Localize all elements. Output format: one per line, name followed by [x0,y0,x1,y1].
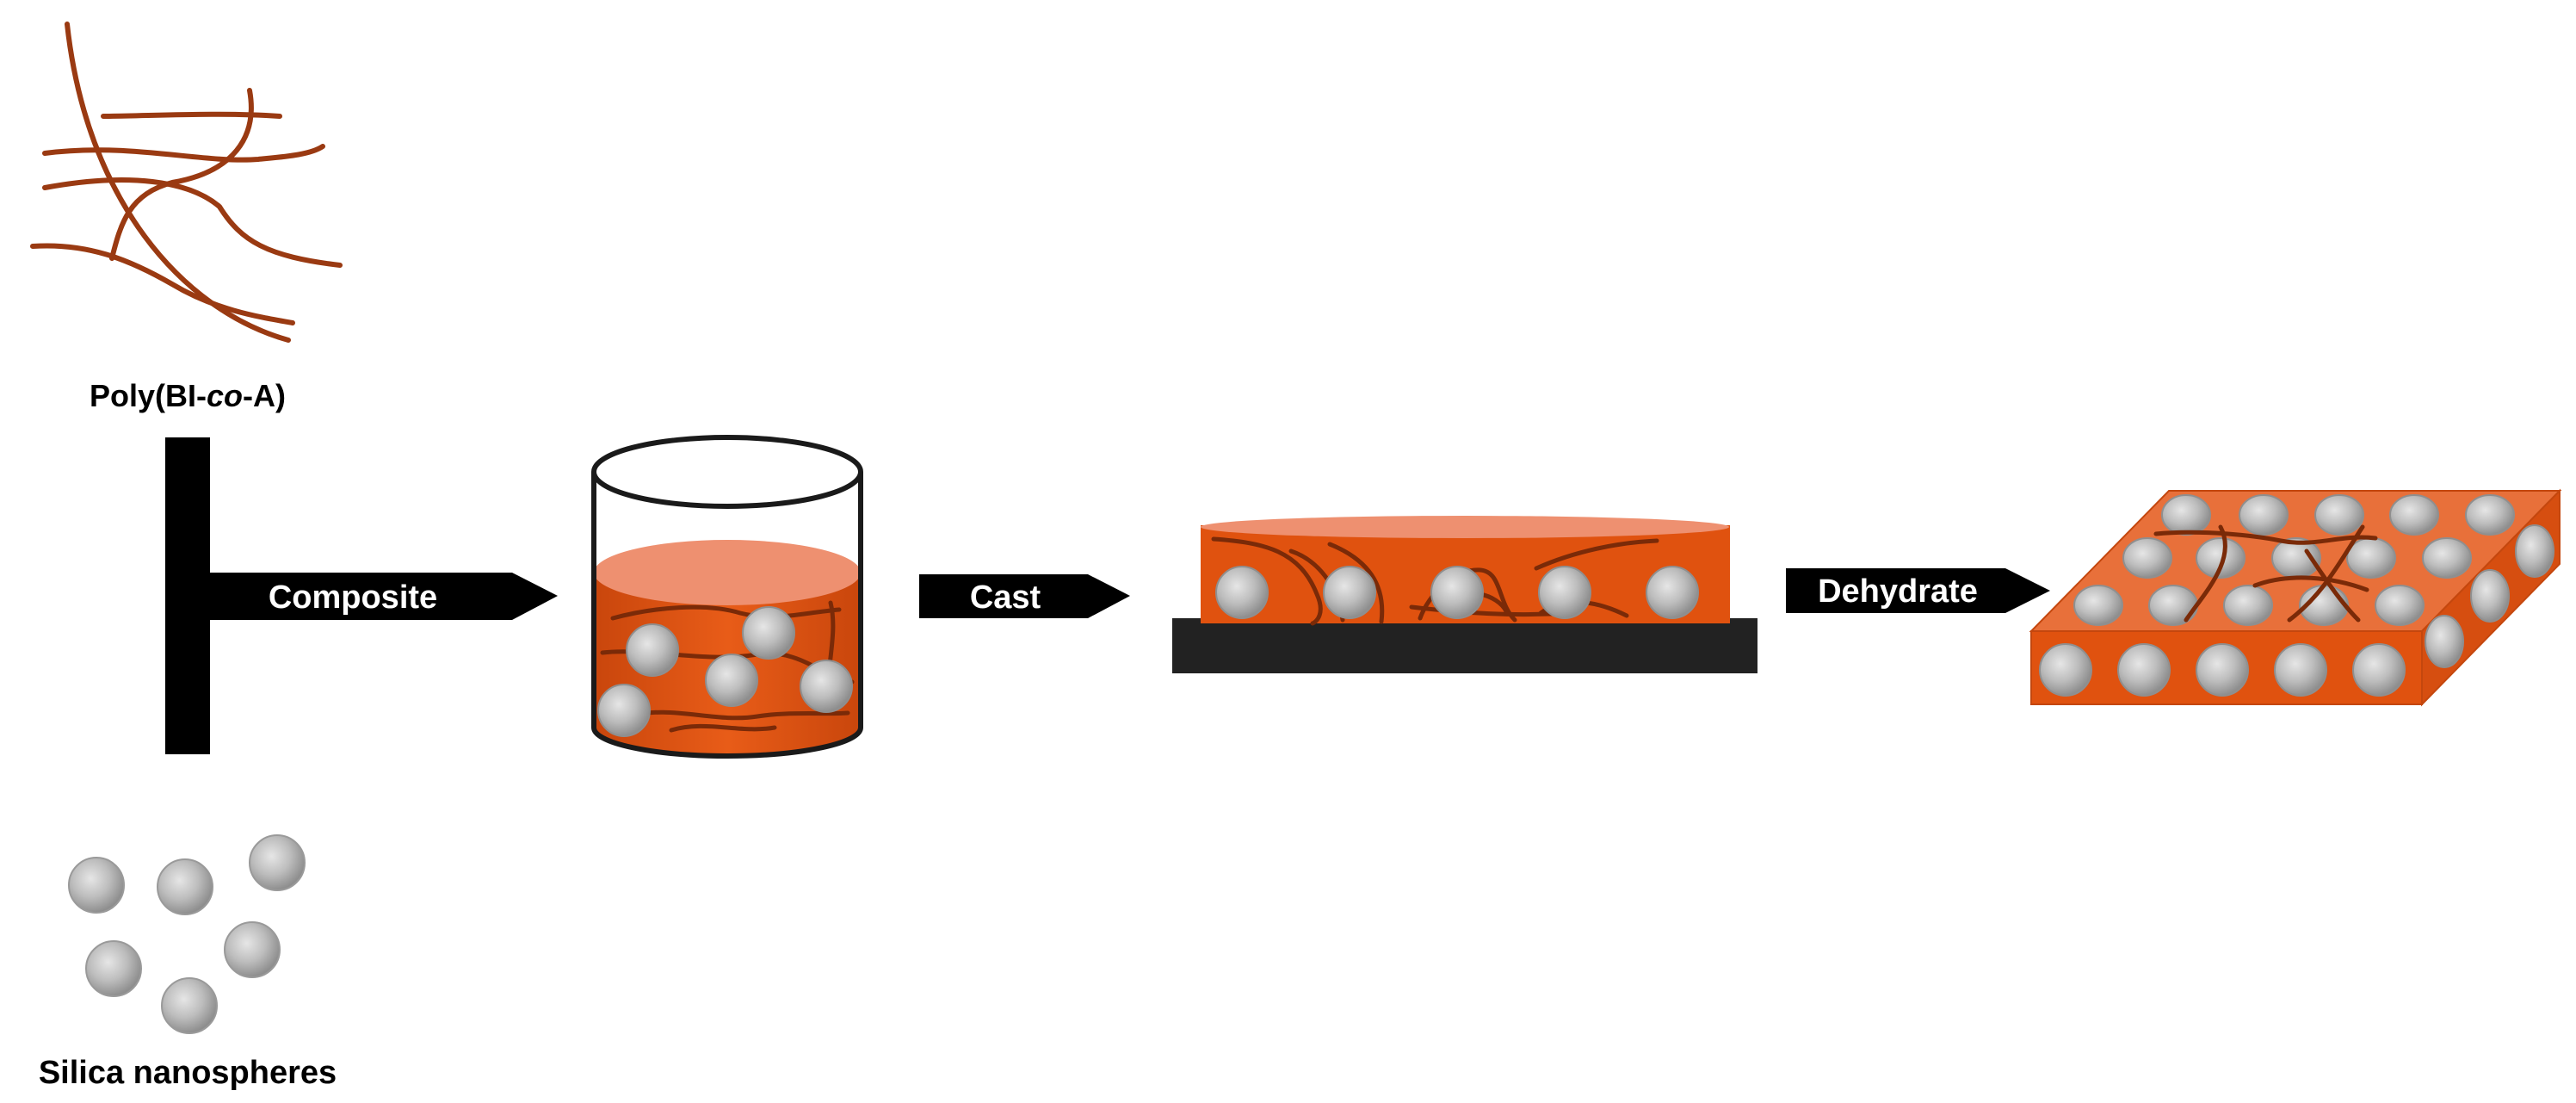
silica-sphere-icon [69,858,124,913]
step-cast-label: Cast [970,579,1041,616]
composite-arrow: Composite [165,437,558,754]
cast-arrow: Cast [919,574,1130,618]
silica-sphere-icon [162,978,217,1033]
dehydrate-arrow: Dehydrate [1786,568,2050,613]
beaker-icon [594,437,861,756]
substrate [1172,618,1757,673]
silica-sphere-icon [250,835,305,890]
step-composite-label: Composite [269,579,437,616]
t-connector-bar [165,437,210,754]
silica-spheres-group [69,835,305,1033]
silica-sphere-icon [86,941,141,996]
silica-sphere-icon [225,922,280,977]
polymer-network-icon [33,24,340,340]
membrane-slab-icon [2031,491,2560,704]
silica-sphere-icon [158,859,213,914]
polymer-label: Poly(BI-co-A) [90,378,286,413]
cast-film-icon [1172,516,1757,673]
step-dehydrate-label: Dehydrate [1818,573,1978,610]
silica-label: Silica nanospheres [39,1055,337,1091]
